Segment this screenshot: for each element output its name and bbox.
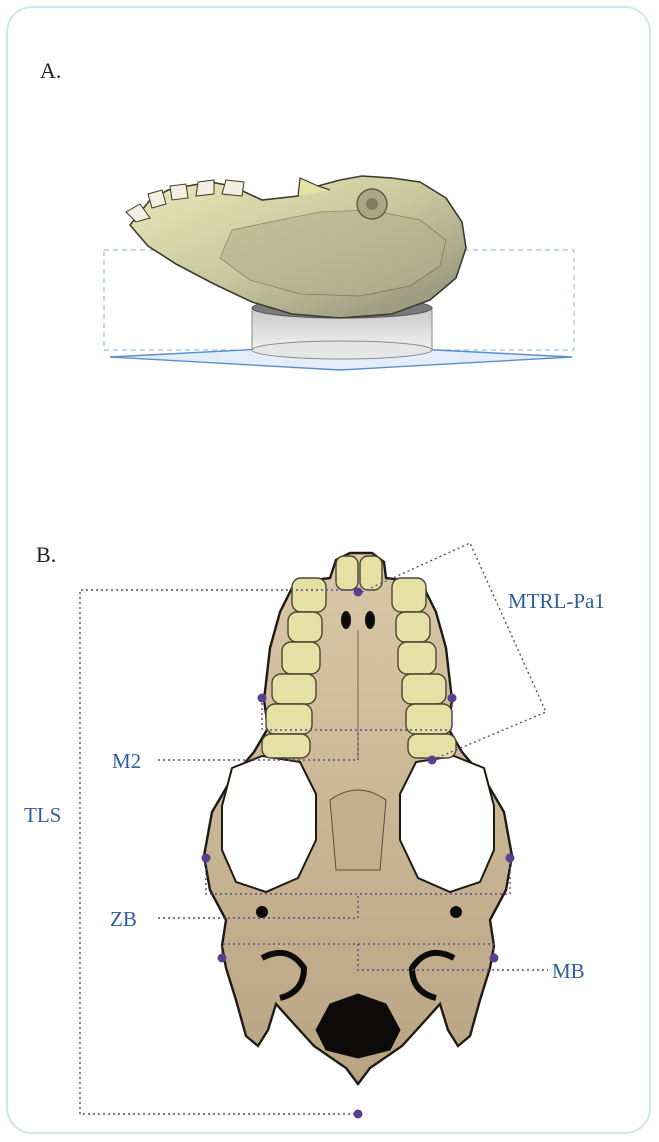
- basisphenoid: [330, 790, 386, 870]
- landmark-m2-right: [448, 694, 457, 703]
- zb-label: ZB: [110, 907, 137, 931]
- left-temporal-fossa: [222, 756, 316, 892]
- left-incisive-foramen: [341, 611, 351, 629]
- landmark-m2-left: [258, 694, 267, 703]
- landmark-mb-left: [218, 954, 227, 963]
- landmark-zb-right: [506, 854, 515, 863]
- landmark-zb-left: [202, 854, 211, 863]
- mtrl-label: MTRL-Pa1: [508, 589, 605, 613]
- landmark-prosthion: [354, 588, 363, 597]
- right-temporal-fossa: [400, 756, 494, 892]
- panel-a-illustration: [104, 176, 574, 370]
- panel-b-illustration: MTRL-Pa1 M2 TLS ZB MB: [24, 543, 605, 1119]
- mb-label: MB: [552, 959, 585, 983]
- left-foramen: [256, 906, 268, 918]
- right-incisive-foramen: [365, 611, 375, 629]
- tls-label: TLS: [24, 803, 61, 827]
- landmark-opisthion: [354, 1110, 363, 1119]
- landmark-mtrl-end: [428, 756, 437, 765]
- mandible-specimen: [126, 176, 466, 318]
- m2-label: M2: [112, 749, 141, 773]
- landmark-mb-right: [490, 954, 499, 963]
- right-foramen: [450, 906, 462, 918]
